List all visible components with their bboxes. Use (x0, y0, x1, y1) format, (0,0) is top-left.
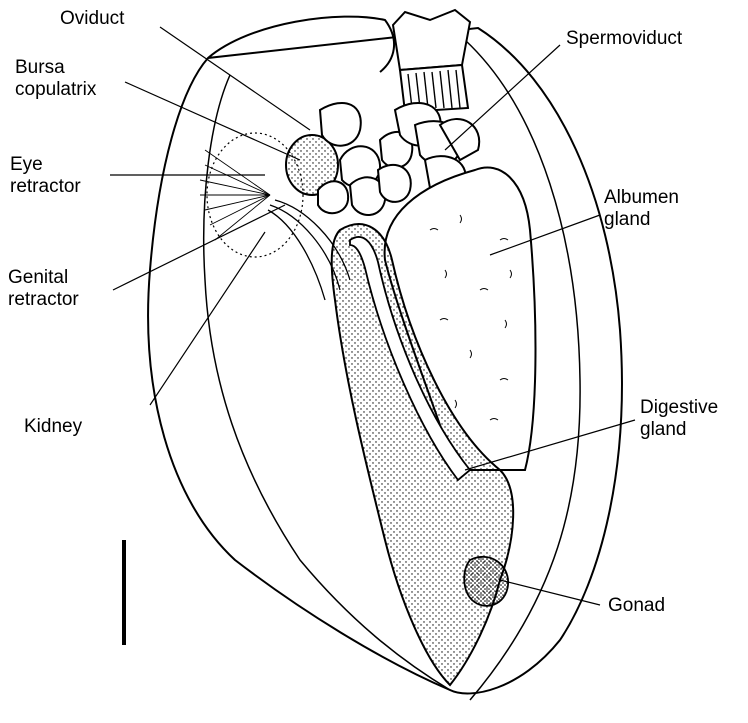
label-genital-retractor: Genital retractor (8, 267, 79, 311)
label-digestive-gland: Digestive gland (640, 397, 718, 441)
eye-retractor (200, 150, 270, 240)
label-bursa-line2: copulatrix (15, 79, 96, 101)
label-albumen-gland: Albumen gland (604, 187, 679, 231)
label-genital-line1: Genital (8, 267, 79, 289)
label-digestive-line1: Digestive (640, 397, 718, 419)
label-eye-line2: retractor (10, 176, 81, 198)
head-part (393, 10, 470, 70)
label-spermoviduct-text: Spermoviduct (566, 28, 682, 49)
label-oviduct-text: Oviduct (60, 8, 124, 29)
label-oviduct: Oviduct (60, 8, 124, 30)
label-kidney-text: Kidney (24, 416, 82, 437)
label-kidney: Kidney (24, 416, 82, 438)
label-bursa-copulatrix: Bursa copulatrix (15, 57, 96, 101)
label-albumen-line1: Albumen (604, 187, 679, 209)
label-eye-line1: Eye (10, 154, 81, 176)
label-gonad-text: Gonad (608, 595, 665, 616)
label-spermoviduct: Spermoviduct (566, 28, 682, 50)
gonad (464, 557, 508, 606)
label-eye-retractor: Eye retractor (10, 154, 81, 198)
label-digestive-line2: gland (640, 419, 718, 441)
label-gonad: Gonad (608, 595, 665, 617)
label-bursa-line1: Bursa (15, 57, 96, 79)
label-albumen-line2: gland (604, 209, 679, 231)
label-genital-line2: retractor (8, 289, 79, 311)
